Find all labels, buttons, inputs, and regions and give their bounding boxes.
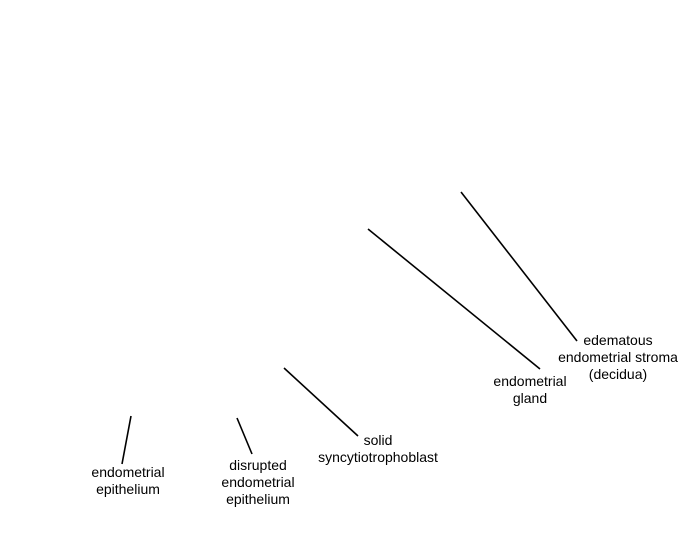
label-line: endometrial <box>493 373 567 389</box>
leader-line-edematous-endometrial-stroma <box>460 191 578 342</box>
label-line: endometrial <box>91 464 165 480</box>
label-line: edematous <box>583 332 653 348</box>
leader-line-endometrial-epithelium <box>121 415 132 465</box>
label-line: (decidua) <box>588 366 648 382</box>
label-line: gland <box>512 390 548 406</box>
leader-line-disrupted-endometrial-epithelium <box>236 417 253 455</box>
label-line: syncytiotrophoblast <box>318 449 438 465</box>
label-line: epithelium <box>96 481 160 497</box>
leader-line-endometrial-gland <box>367 228 541 370</box>
label-line: endometrial stroma <box>558 349 678 365</box>
label-line: solid <box>363 432 393 448</box>
label-solid-syncytiotrophoblast: solid syncytiotrophoblast <box>318 432 438 466</box>
label-line: disrupted <box>229 457 287 473</box>
label-line: endometrial <box>221 474 295 490</box>
label-line: epithelium <box>226 491 290 507</box>
label-endometrial-gland: endometrial gland <box>493 373 566 407</box>
leader-line-solid-syncytiotrophoblast <box>283 367 359 437</box>
label-disrupted-endometrial-epithelium: disrupted endometrial epithelium <box>221 457 294 508</box>
label-edematous-endometrial-stroma: edematous endometrial stroma (decidua) <box>558 332 678 383</box>
label-endometrial-epithelium: endometrial epithelium <box>91 464 164 498</box>
